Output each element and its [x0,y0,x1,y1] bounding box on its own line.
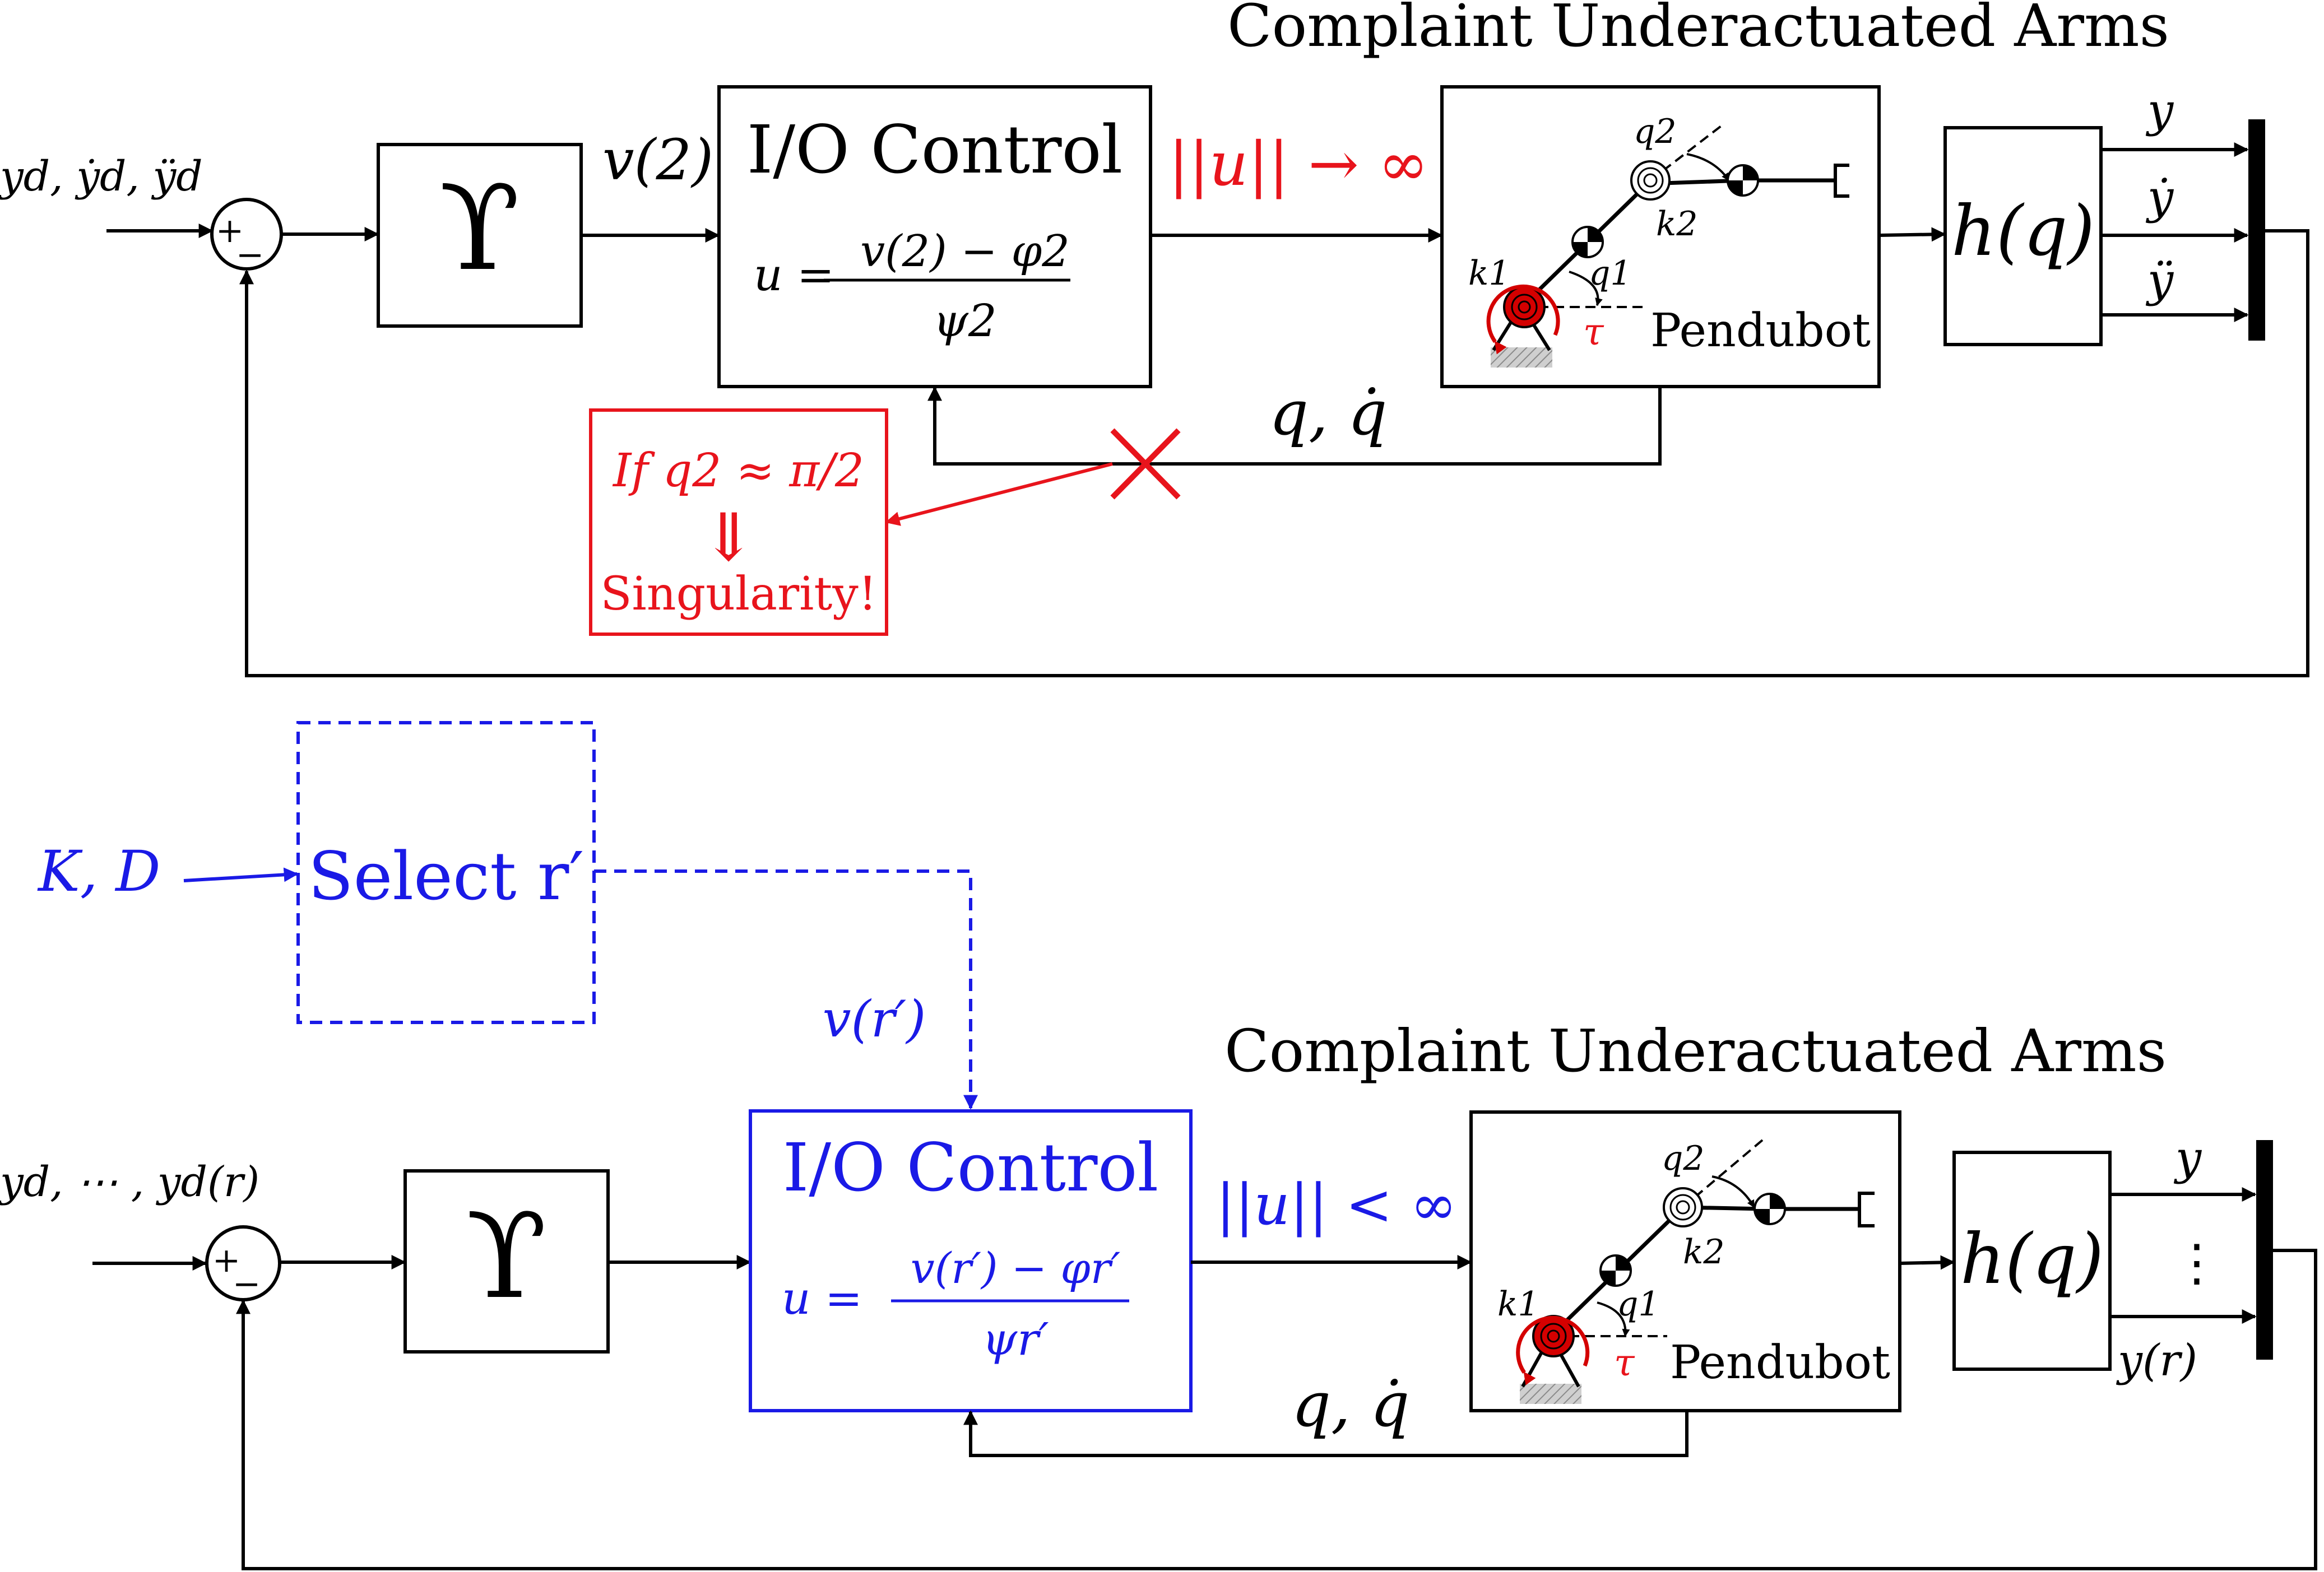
kd-label: K, D [37,839,160,904]
bottom-com-marker-icon [1599,1254,1632,1287]
top-title: Complaint Underactuated Arms [1227,0,2169,60]
top-q1-arc-icon [1569,271,1603,306]
bottom-com-marker-icon-2 [1754,1193,1786,1225]
top-upsilon-symbol: ϒ [439,160,520,297]
top-inner-feedback [927,386,1662,466]
top-warning-pointer [885,462,1113,526]
bottom-io-formula-num: v(r′) − φr′ [911,1243,1121,1293]
kd-arrow [183,867,299,882]
top-ground-icon [1491,347,1552,368]
top-torque-arc-icon [1486,284,1560,355]
bottom-summing-junction: + − [205,1225,281,1304]
top-base-motor-icon [1503,286,1546,328]
top-output-label-3: ÿ [2145,254,2174,307]
select-to-io-dashed [594,869,978,1110]
top-io-formula-lhs: u = [754,249,834,301]
top-robot-block [1440,85,1881,388]
top-gripper-icon [1834,164,1849,198]
bottom-io-formula-lhs: u = [782,1272,862,1324]
bottom-k2-label: k2 [1683,1233,1725,1272]
top-com-marker-icon [1571,226,1604,258]
bottom-io-formula-den: ψr′ [982,1313,1049,1365]
bottom-robot-to-h [1899,1255,1955,1270]
bottom-robot-label: Pendubot [1670,1336,1890,1389]
bottom-diagram: K, D Select r′ v(r′) Complaint Underactu… [0,721,2317,1570]
top-k2-label: k2 [1656,204,1698,244]
bottom-feedback-label: q, q̇ [1292,1369,1410,1440]
top-mux-bar [2248,119,2265,341]
top-pendubot-sketch: k1 q1 q2 k2 τ [1468,112,1849,368]
top-io-title: I/O Control [747,111,1123,188]
top-spring-joint-icon [1630,160,1671,201]
top-feedback-label: q, q̇ [1269,377,1388,449]
bottom-output-label-2: ⋮ [2172,1234,2222,1292]
top-h-label: h(q) [1951,191,2095,272]
bottom-torque-arc-icon [1516,1315,1590,1385]
top-warning-line1: If q2 ≈ π/2 [612,444,864,497]
top-sum-plus: + [216,211,244,250]
bottom-outer-feedback [236,1249,2317,1570]
bottom-upsilon-symbol: ϒ [466,1188,547,1325]
top-summing-junction: + − [210,198,283,275]
bottom-upsilon-block [403,1169,610,1354]
top-warning-box [589,408,888,636]
top-sum-minus: − [236,235,264,275]
bottom-q2-label: q2 [1662,1139,1705,1178]
bottom-gripper-icon [1858,1192,1875,1227]
select-r-block [296,721,596,1024]
bottom-q1-arc-icon [1597,1301,1630,1337]
bottom-pendubot-sketch: k1 q1 q2 k2 τ [1497,1139,1875,1404]
bottom-q2-arc-icon [1711,1175,1755,1208]
bottom-u-label: ||u|| < ∞ [1216,1172,1457,1238]
top-io-formula-num: v(2) − φ2 [860,226,1070,277]
top-diagram: Complaint Underactuated Arms yd, ẏd, ÿd … [0,0,2309,677]
bottom-ground-icon [1520,1384,1581,1404]
top-q1-label: q1 [1589,254,1632,293]
top-output-label-1: y [2145,84,2174,137]
top-q2-label: q2 [1634,112,1677,151]
top-robot-to-h [1878,227,1946,242]
bottom-input-label: yd, ⋯ , yd(r) [0,1158,259,1206]
bottom-sum-minus: − [233,1264,261,1304]
top-k1-label: k1 [1468,254,1510,293]
top-io-formula-den: ψ2 [933,295,997,347]
top-input-label: yd, ẏd, ÿd [0,152,203,201]
bottom-tau-label: τ [1614,1341,1635,1384]
bottom-mux-bar [2256,1140,2273,1360]
top-warning-arrow: ⇓ [701,499,757,576]
top-outer-feedback [239,229,2309,677]
bottom-q1-label: q1 [1617,1285,1660,1324]
bottom-io-title: I/O Control [783,1129,1159,1206]
top-v-label: v(2) [602,127,713,193]
top-output-label-2: ẏ [2146,171,2174,224]
bottom-spring-joint-icon [1663,1187,1703,1227]
top-upsilon-block [377,143,583,328]
bottom-h-label: h(q) [1960,1219,2104,1300]
bottom-title: Complaint Underactuated Arms [1224,1017,2167,1085]
bottom-k1-label: k1 [1497,1285,1539,1324]
bottom-h-block [1952,1151,2112,1371]
bottom-inner-feedback [963,1410,1689,1457]
top-robot-label: Pendubot [1650,304,1871,357]
bottom-io-control-block [749,1109,1193,1412]
top-warning-line2: Singularity! [600,568,876,621]
select-r-label: Select r′ [308,838,584,915]
bottom-robot-block [1469,1110,1901,1412]
top-u-label: ||u|| → ∞ [1168,129,1428,199]
bottom-v-label: v(r′) [823,990,926,1049]
top-cross-icon [1110,428,1181,500]
top-q2-arc-icon [1686,153,1730,182]
top-com-marker-icon-2 [1727,164,1759,197]
bottom-output-label-1: y [2173,1132,2202,1185]
top-tau-label: τ [1583,310,1604,354]
bottom-sum-plus: + [212,1241,240,1280]
bottom-output-label-3: y(r) [2116,1336,2197,1386]
